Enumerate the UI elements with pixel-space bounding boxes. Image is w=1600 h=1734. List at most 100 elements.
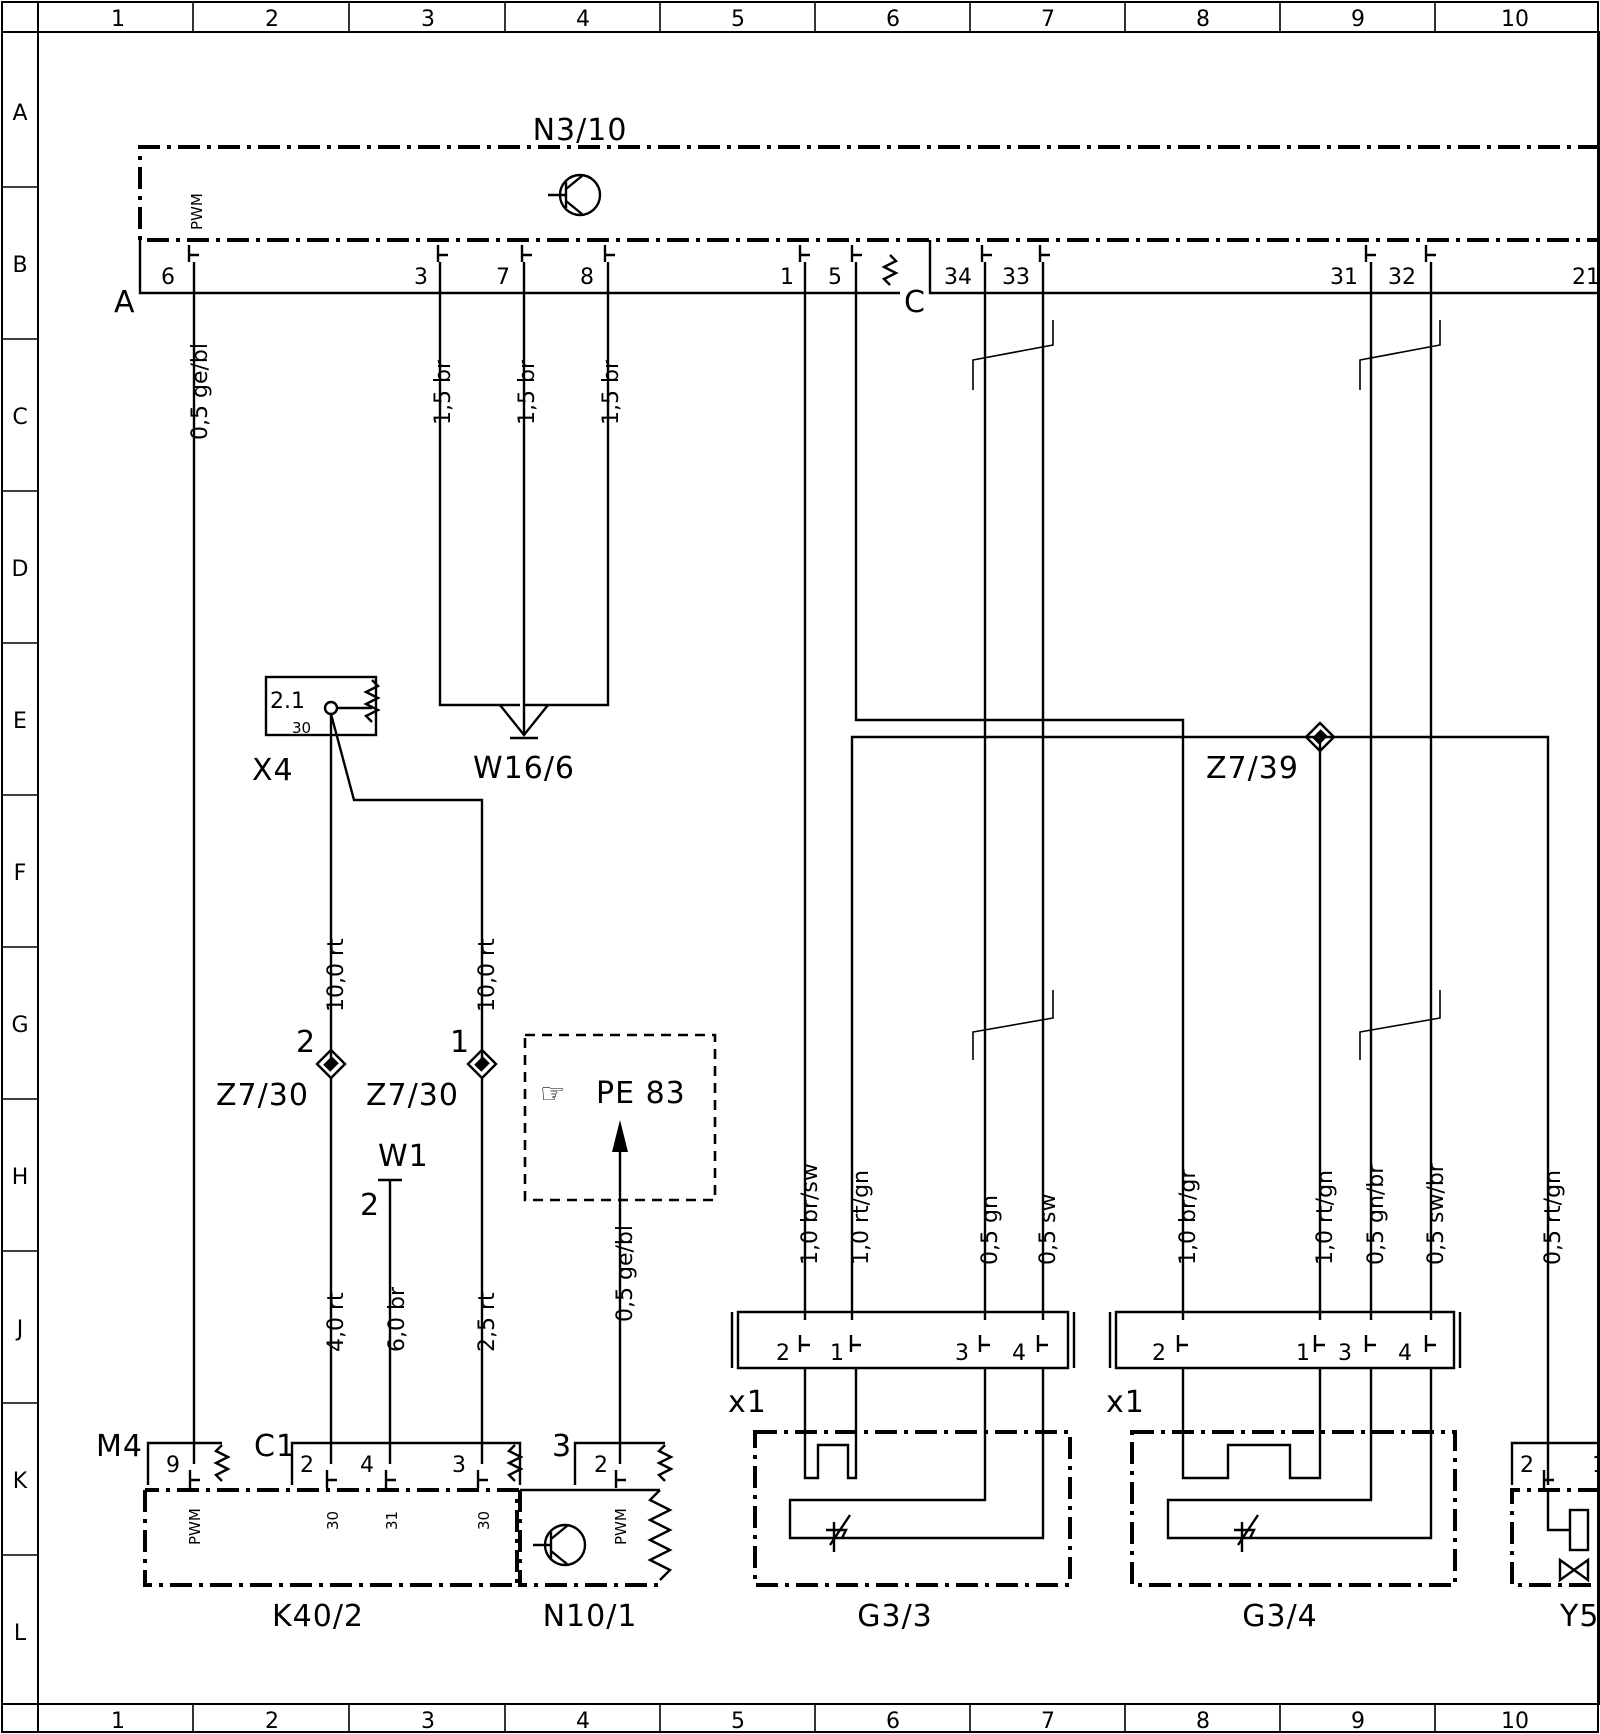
pin-label: 33 (1002, 265, 1030, 290)
splice-z7-30-right: 1 Z7/30 (366, 1025, 498, 1113)
wire-label: 0,5 sw (1036, 1194, 1061, 1265)
pin-label: 3 (414, 265, 428, 290)
pin-label: 34 (944, 265, 972, 290)
row-labels: A B C D E F G H J K L (11, 101, 28, 1646)
pin-label: 1 (1296, 1341, 1310, 1366)
splice-z7-30-left: 2 Z7/30 (216, 1025, 347, 1113)
sensor-g3-4[interactable]: 2 1 3 4 x1 G3/4 (1106, 1310, 1462, 1634)
x4-box-bottom: 30 (292, 719, 311, 737)
sensor-g3-3[interactable]: 2 1 3 4 x1 G3/3 (728, 1310, 1076, 1634)
connector-c: C (881, 240, 1600, 320)
pin-label: 2 (300, 1453, 314, 1478)
row-label: K (13, 1469, 28, 1494)
column-label: 9 (1351, 1709, 1365, 1734)
pin-label: 9 (166, 1453, 180, 1478)
pwm-label: PWM (612, 1508, 630, 1545)
component-y58[interactable]: 2 1 Y58/ (1510, 1320, 1600, 1634)
row-label: B (12, 253, 27, 278)
wires-g3-3: 1,0 br/sw 1,0 rt/gn 0,5 gn 0,5 sw (798, 262, 1320, 1320)
component-label-g3-3: G3/3 (857, 1599, 933, 1634)
component-label-g3-4: G3/4 (1242, 1599, 1318, 1634)
column-label: 4 (576, 7, 590, 32)
wire-label: 0,5 gn/br (1364, 1164, 1389, 1265)
pin-label: 4 (360, 1453, 374, 1478)
component-label-n3-10: N3/10 (533, 113, 628, 148)
row-label: G (11, 1013, 28, 1038)
terminal-label: 30 (475, 1511, 493, 1530)
column-label: 4 (576, 1709, 590, 1734)
wire-label: 0,5 sw/br (1424, 1162, 1449, 1265)
connector-c-label: C (904, 285, 926, 320)
wire-label: 1,0 rt/gn (1313, 1170, 1338, 1265)
pin-label: 5 (828, 265, 842, 290)
column-label: 2 (265, 7, 279, 32)
wire-label: 0,5 gn (978, 1195, 1003, 1265)
connector-a-label: A (114, 285, 136, 320)
n3-pins: 6 3 7 8 1 5 34 33 31 32 21 (161, 245, 1600, 290)
row-label: D (12, 557, 29, 582)
component-label-k40-2: K40/2 (272, 1599, 364, 1634)
row-label: L (14, 1621, 27, 1646)
pin-label: 4 (1398, 1341, 1412, 1366)
column-label: 6 (886, 7, 900, 32)
connector-label-x1: x1 (1106, 1385, 1145, 1420)
x4-box-top: 2.1 (270, 689, 305, 714)
column-label: 8 (1196, 7, 1210, 32)
row-label: J (15, 1317, 24, 1342)
wire-labels-x4: 10,0 rt 10,0 rt 4,0 rt 6,0 br 2,5 rt (324, 938, 500, 1352)
row-dividers (2, 186, 38, 1556)
splice-pin: 2 (360, 1188, 380, 1223)
component-k40-2[interactable]: M4 C1 9 2 4 3 PWM 30 31 30 K40/2 (96, 1429, 524, 1634)
component-label-w16-6: W16/6 (473, 751, 575, 786)
column-label: 7 (1041, 1709, 1055, 1734)
component-n10-1[interactable]: 3 2 PWM N10/1 (518, 1429, 674, 1634)
terminal-x4[interactable]: 2.1 30 X4 (252, 675, 381, 788)
pwm-label: PWM (188, 193, 206, 230)
wire-label: 4,0 rt (324, 1292, 349, 1352)
column-label: 5 (731, 1709, 745, 1734)
column-labels-top: 1 2 3 4 5 6 7 8 9 10 (111, 7, 1529, 32)
connector-a: A (114, 240, 900, 320)
pin-label: 8 (580, 265, 594, 290)
transistor-icon (533, 1523, 587, 1567)
pin-label: 4 (1012, 1341, 1026, 1366)
pin-label: 32 (1388, 265, 1416, 290)
wire-rt-right (329, 713, 484, 1064)
wire-label: 10,0 rt (324, 938, 349, 1012)
splice-pin: 2 (296, 1025, 316, 1060)
row-label: C (12, 405, 27, 430)
pin-label: 1 (1592, 1453, 1600, 1478)
connector-label-m4: M4 (96, 1429, 143, 1464)
component-label-y58: Y58/ (1559, 1599, 1600, 1634)
connector-label-c1: C1 (254, 1429, 296, 1464)
pin-label: 1 (780, 265, 794, 290)
wire-label: 0,5 rt/gn (1541, 1170, 1566, 1265)
reference-pe83[interactable]: ☞ PE 83 0,5 ge/bl (523, 1033, 717, 1464)
column-label: 2 (265, 1709, 279, 1734)
wire-label: 6,0 br (385, 1286, 410, 1352)
control-unit-n3-10[interactable]: N3/10 PWM (138, 113, 1600, 242)
pin-label: 21 (1572, 265, 1600, 290)
wire-label: 1,5 br (599, 359, 624, 425)
pin-label: 1 (830, 1341, 844, 1366)
splice-pin: 1 (450, 1025, 470, 1060)
component-label-z7-30: Z7/30 (366, 1078, 459, 1113)
row-label: F (14, 861, 27, 886)
ground-w16-6: W16/6 (438, 262, 610, 786)
wire-label: 0,5 ge/bl (188, 343, 213, 440)
wire-label: 1,0 br/gr (1176, 1169, 1201, 1265)
pin-label: 2 (776, 1341, 790, 1366)
component-label-n10-1: N10/1 (543, 1599, 638, 1634)
pin-label: 2 (594, 1453, 608, 1478)
pointing-hand-icon: ☞ (540, 1077, 565, 1110)
wire-label: 1,0 br/sw (798, 1163, 823, 1265)
wire-labels-n3: 0,5 ge/bl 1,5 br 1,5 br 1,5 br (188, 343, 624, 440)
row-label: A (12, 101, 27, 126)
column-label: 3 (421, 1709, 435, 1734)
splice-z7-39: Z7/39 (1206, 721, 1336, 786)
row-label: E (13, 709, 27, 734)
component-label-z7-30: Z7/30 (216, 1078, 309, 1113)
column-label: 6 (886, 1709, 900, 1734)
pin-label: 3 (452, 1453, 466, 1478)
